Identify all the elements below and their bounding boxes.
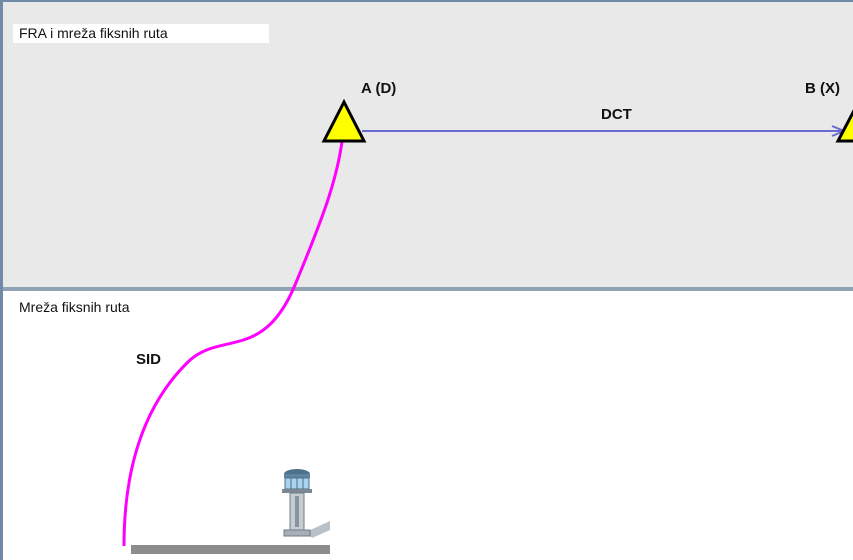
runway <box>131 545 330 554</box>
zone-divider <box>3 287 853 291</box>
dct-route-label: DCT <box>601 106 632 123</box>
waypoint-b-icon <box>835 109 853 143</box>
fra-zone <box>3 2 853 287</box>
sid-route-label: SID <box>136 351 162 368</box>
fra-zone-label: FRA i mreža fiksnih ruta <box>13 24 269 43</box>
waypoint-a-label: A (D) <box>361 80 397 97</box>
control-tower-icon <box>282 469 330 538</box>
waypoint-a-icon <box>321 98 367 143</box>
sid-route-line <box>122 120 344 547</box>
waypoint-b-label: B (X) <box>805 80 840 97</box>
fixed-route-zone-label: Mreža fiksnih ruta <box>13 298 136 317</box>
